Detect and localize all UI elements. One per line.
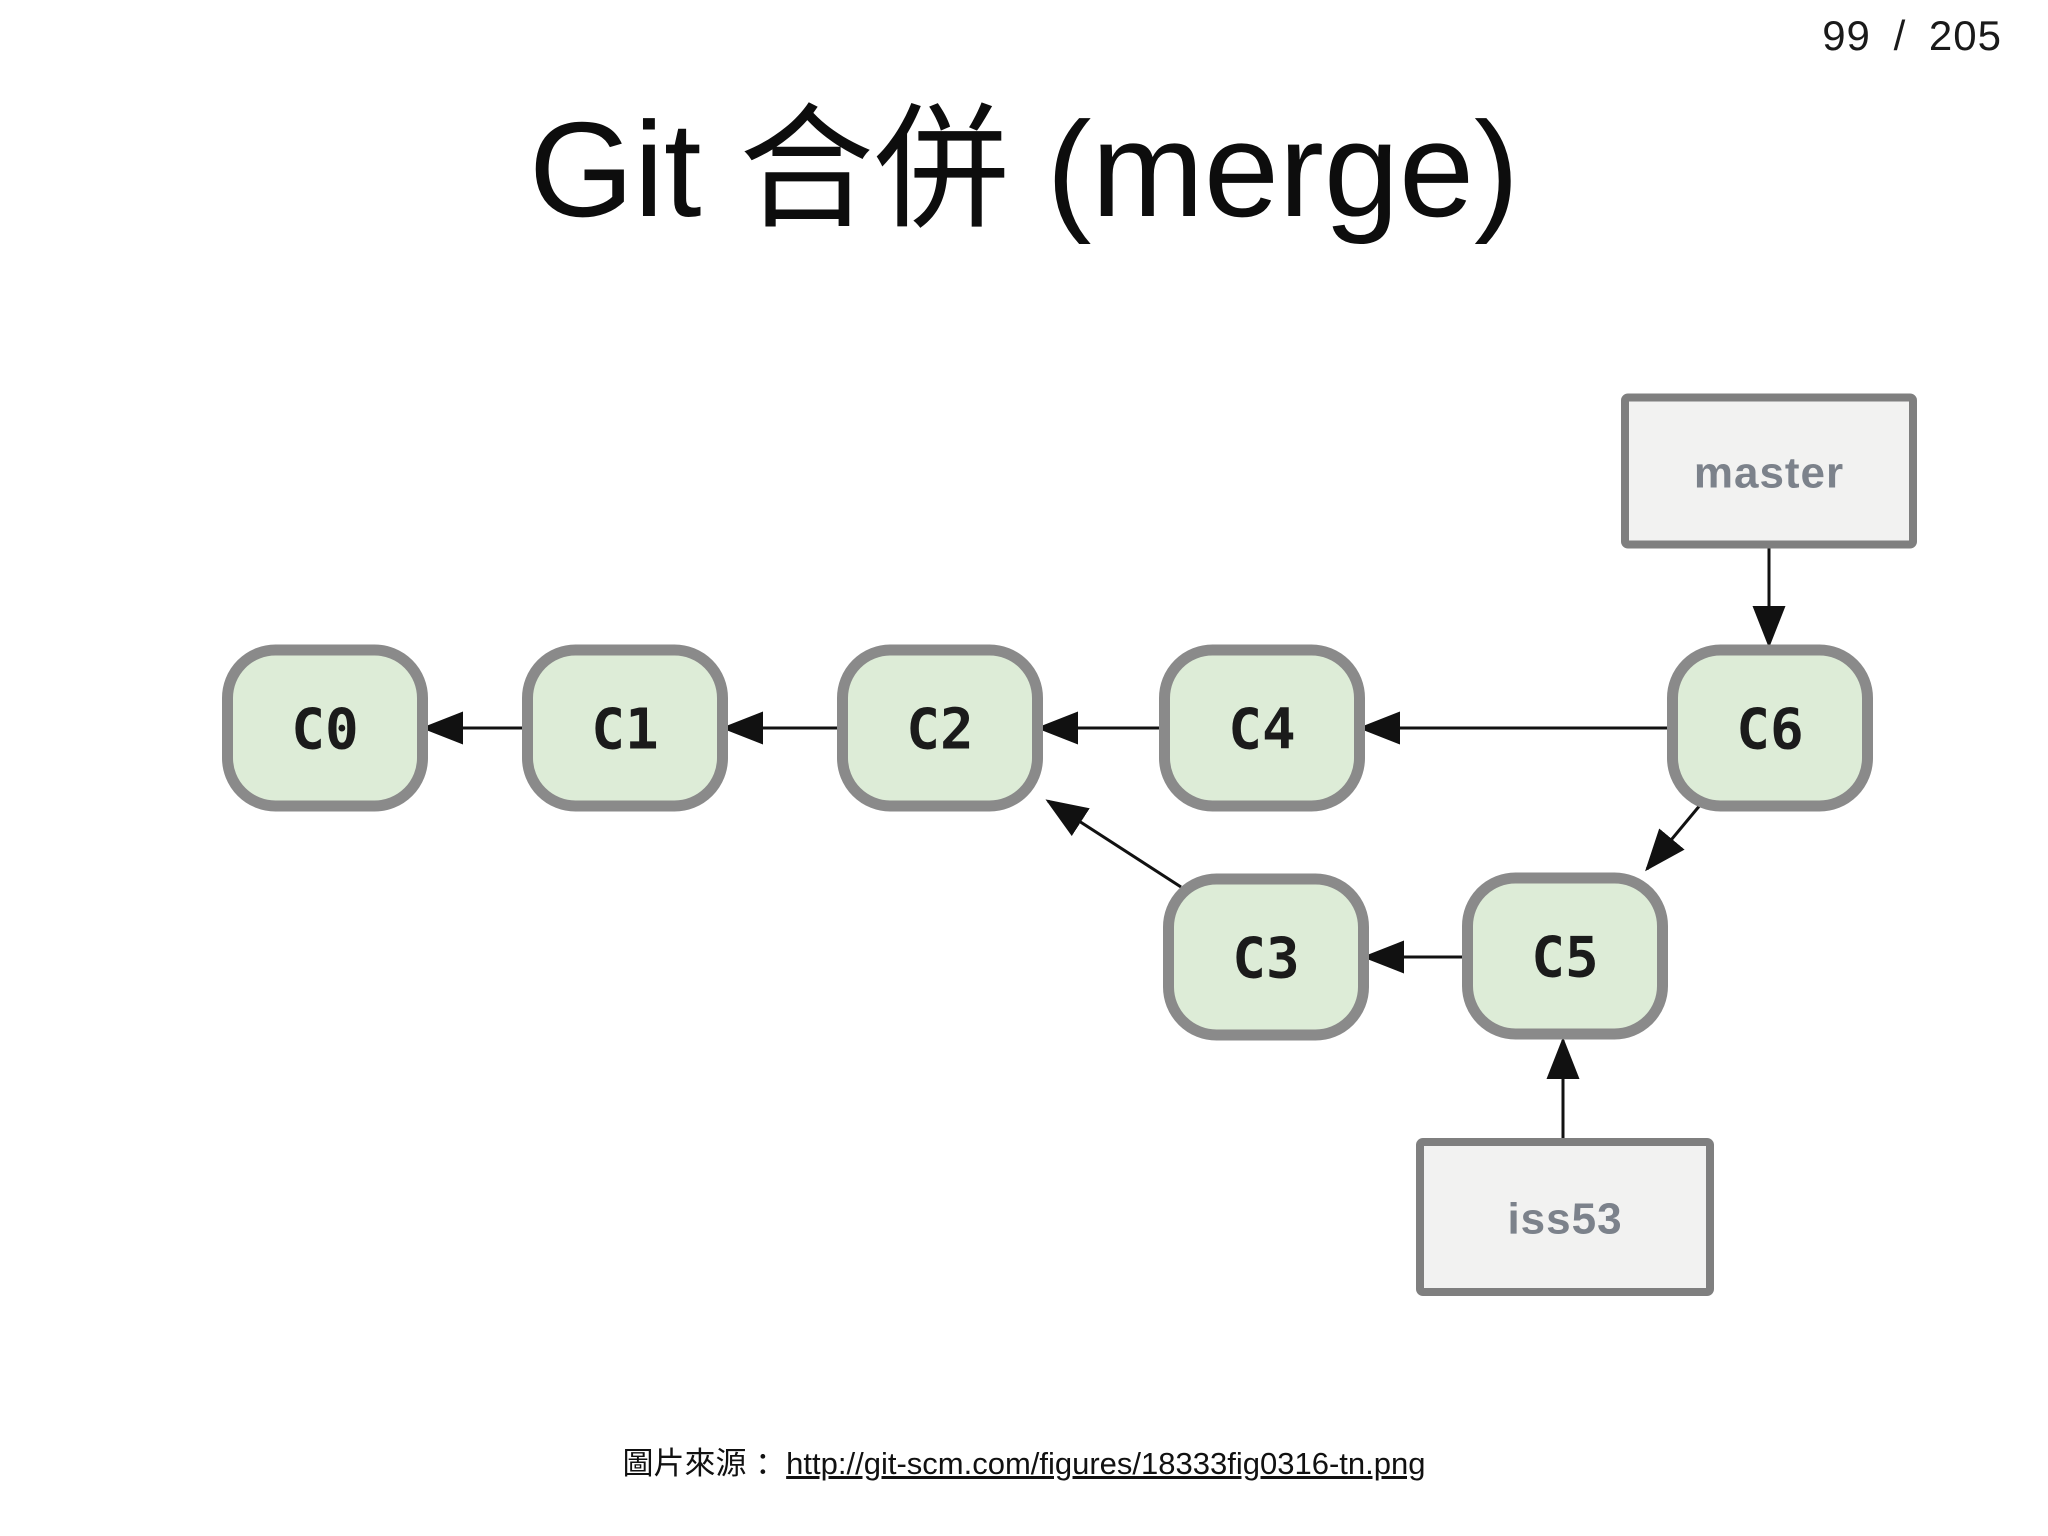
commit-label: C2: [906, 698, 973, 763]
commit-node-shape: [522, 644, 728, 812]
branch-box-iss53: iss53: [1416, 1138, 1714, 1296]
image-source-line: 圖片來源 ：http://git-scm.com/figures/18333fi…: [0, 1438, 2048, 1483]
branch-box-master: master: [1621, 393, 1917, 549]
branch-box-rect: [1621, 393, 1917, 549]
commit-node-c1: C1: [522, 644, 728, 812]
commit-node-c6: C6: [1667, 644, 1873, 812]
commit-node-c3: C3: [1163, 873, 1369, 1041]
commit-node-shape: [222, 644, 428, 812]
commit-node-c2: C2: [837, 644, 1043, 812]
edges-layer: [421, 546, 1786, 1140]
branches-layer: master iss53: [1416, 393, 1917, 1296]
commit-node-shape: [1159, 644, 1365, 812]
commit-node-c5: C5: [1462, 872, 1668, 1040]
branch-box-rect: [1416, 1138, 1714, 1296]
commit-node-shape: [837, 644, 1043, 812]
commit-node-c0: C0: [222, 644, 428, 812]
branch-label: master: [1694, 448, 1844, 497]
page-indicator: 99 / 205: [1822, 12, 2002, 59]
slide-title: Git 合併 (merge): [528, 94, 1520, 245]
commit-node-shape: [1163, 873, 1369, 1041]
commit-node-c4: C4: [1159, 644, 1365, 812]
commit-node-shape: [1667, 644, 1873, 812]
commit-label: C4: [1228, 698, 1295, 763]
branch-label: iss53: [1507, 1194, 1622, 1243]
commit-label: C5: [1531, 926, 1598, 991]
commit-label: C6: [1736, 698, 1803, 763]
commit-label: C3: [1232, 927, 1299, 992]
image-source-label: 圖片來源 ：: [622, 1446, 787, 1481]
commit-label: C0: [291, 698, 358, 763]
commit-label: C1: [591, 698, 658, 763]
edge-c6-to-c5: [1645, 803, 1703, 872]
image-source-link[interactable]: http://git-scm.com/figures/18333fig0316-…: [786, 1446, 1426, 1481]
edge-c3-to-c2: [1045, 799, 1182, 889]
commit-node-shape: [1462, 872, 1668, 1040]
